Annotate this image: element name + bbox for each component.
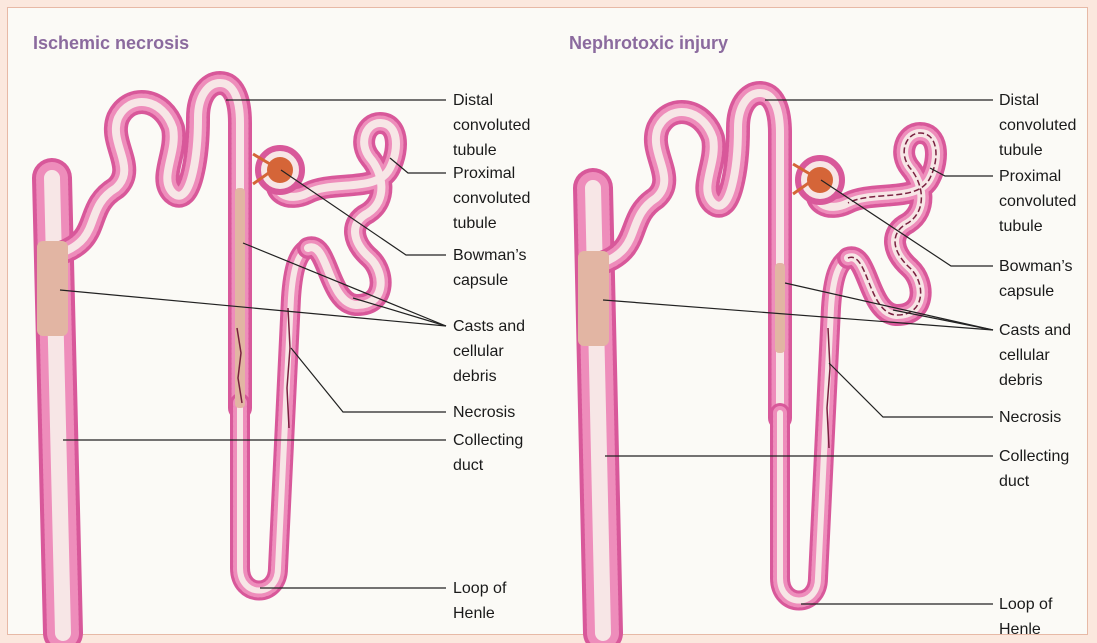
label-casts-and-debris: Casts and cellular debris	[999, 318, 1071, 393]
label-bowmans-capsule: Bowman’s capsule	[999, 254, 1073, 304]
glomerulus	[267, 157, 293, 183]
distal-tubule-cast	[775, 263, 785, 353]
label-collecting-duct: Collecting duct	[999, 444, 1069, 494]
label-necrosis: Necrosis	[453, 400, 515, 425]
label-loop-of-henle: Loop of Henle	[999, 592, 1052, 642]
panel-nephrotoxic-injury: Nephrotoxic injury	[553, 8, 1089, 636]
label-bowmans-capsule: Bowman’s capsule	[453, 243, 527, 293]
label-casts-and-debris: Casts and cellular debris	[453, 314, 525, 389]
label-loop-of-henle: Loop of Henle	[453, 576, 506, 626]
distal-connecting-tubule	[61, 83, 240, 408]
glomerulus	[807, 167, 833, 193]
label-necrosis: Necrosis	[999, 405, 1061, 430]
bowmans-capsule	[793, 158, 842, 202]
collecting-duct-cast	[37, 241, 68, 336]
distal-connecting-tubule	[602, 93, 780, 418]
bowmans-capsule	[253, 148, 302, 192]
panel-ischemic-necrosis: Ischemic necrosis	[8, 8, 553, 636]
label-distal-convoluted-tubule: Distal convoluted tubule	[453, 88, 530, 163]
nephron-injury-figure: Ischemic necrosis	[7, 7, 1088, 635]
label-distal-convoluted-tubule: Distal convoluted tubule	[999, 88, 1076, 163]
collecting-duct-cast	[578, 251, 609, 346]
label-proximal-convoluted-tubule: Proximal convoluted tubule	[999, 164, 1076, 239]
distal-tubule-cast	[235, 188, 245, 408]
label-collecting-duct: Collecting duct	[453, 428, 523, 478]
label-proximal-convoluted-tubule: Proximal convoluted tubule	[453, 161, 530, 236]
